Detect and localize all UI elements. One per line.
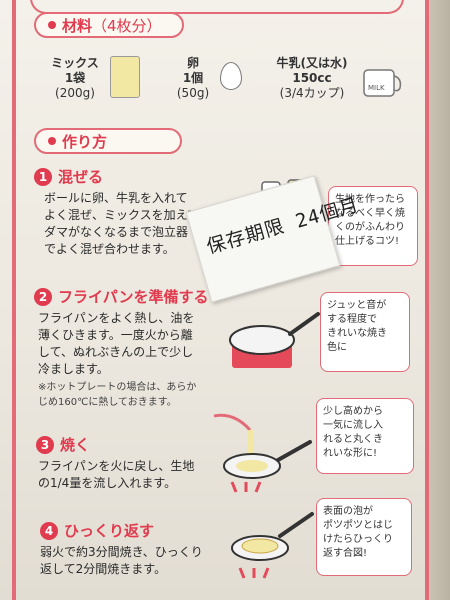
step-1-text: ボールに卵、牛乳を入れて よく混ぜ、ミックスを加えて ダマがなくなるまで泡立器 … [44, 191, 200, 256]
flip-pancake-illustration [231, 512, 314, 579]
method-heading: 作り方 [34, 128, 182, 154]
mix-bag-icon [110, 56, 140, 98]
method-heading-label: 作り方 [62, 132, 108, 151]
ingredient-name: 牛乳(又は水) [276, 56, 348, 70]
package-edge [428, 0, 450, 600]
ingredient-name: 卵 [186, 56, 199, 70]
tip-3: 少し高めから 一気に流し入 れると丸くき れいな形に! [316, 398, 414, 474]
ingredient-name: ミックス [51, 56, 99, 70]
step-2-title: 2 フライパンを準備する [34, 286, 208, 307]
left-border-line [12, 0, 16, 600]
step-title-label: ひっくり返す [64, 522, 155, 540]
bullet-icon [48, 137, 56, 145]
bullet-icon [48, 21, 56, 29]
ingredient-qty: 150cc [292, 71, 332, 85]
pour-batter-illustration [213, 413, 312, 493]
ingredient-weight: (200g) [55, 86, 95, 100]
step-2-note: ※ホットプレートの場合は、あらか じめ160℃に熱しておきます。 [38, 382, 197, 408]
step-2-text: フライパンをよく熱し、油を 薄くひきます。一度火から離 して、ぬれぶきんの上で少… [38, 311, 195, 376]
tip-1: 生地を作ったら なるべく早く焼 くのがふんわり 仕上げるコツ! [328, 186, 418, 266]
step-number: 1 [34, 167, 52, 186]
step-1-title: 1 混ぜる [34, 166, 103, 187]
ingredients-heading-label: 材料 [62, 16, 93, 35]
milk-label: MILK [368, 84, 385, 92]
step-title-label: 焼く [60, 436, 91, 454]
step-3-text: フライパンを火に戻し、生地 の1/4量を流し入れます。 [38, 459, 195, 490]
step-number: 4 [40, 521, 58, 540]
step-4-text: 弱火で約3分間焼き、ひっくり 返して2分間焼きます。 [40, 545, 203, 576]
step-number: 2 [34, 287, 52, 306]
ingredient-milk: 牛乳(又は水) 150cc (3/4カップ) [262, 56, 362, 101]
milk-carton-icon: MILK [363, 69, 402, 97]
egg-icon [220, 62, 242, 90]
step-title-label: フライパンを準備する [58, 288, 209, 306]
right-border-line [425, 0, 429, 600]
frying-pan-on-cloth-illustration [229, 312, 320, 368]
ingredient-qty: 1袋 [64, 71, 86, 85]
tip-4: 表面の泡が ポツポツとはじ けたらひっくり 返す合図! [316, 498, 412, 576]
ingredient-weight: (50g) [176, 86, 210, 100]
ingredient-weight: (3/4カップ) [279, 86, 345, 100]
step-3-title: 3 焼く [36, 434, 90, 455]
ingredients-heading: 材料 （4枚分） [34, 12, 184, 38]
step-4-title: 4 ひっくり返す [40, 520, 154, 541]
ingredient-qty: 1個 [182, 71, 204, 85]
ingredient-egg: 卵 1個 (50g) [168, 56, 218, 101]
tip-2: ジュッと音が する程度で きれいな焼き 色に [320, 292, 410, 372]
step-number: 3 [36, 435, 54, 454]
ingredients-heading-sub: （4枚分） [92, 16, 162, 35]
step-title-label: 混ぜる [58, 168, 104, 186]
ingredient-mix: ミックス 1袋 (200g) [40, 56, 110, 101]
